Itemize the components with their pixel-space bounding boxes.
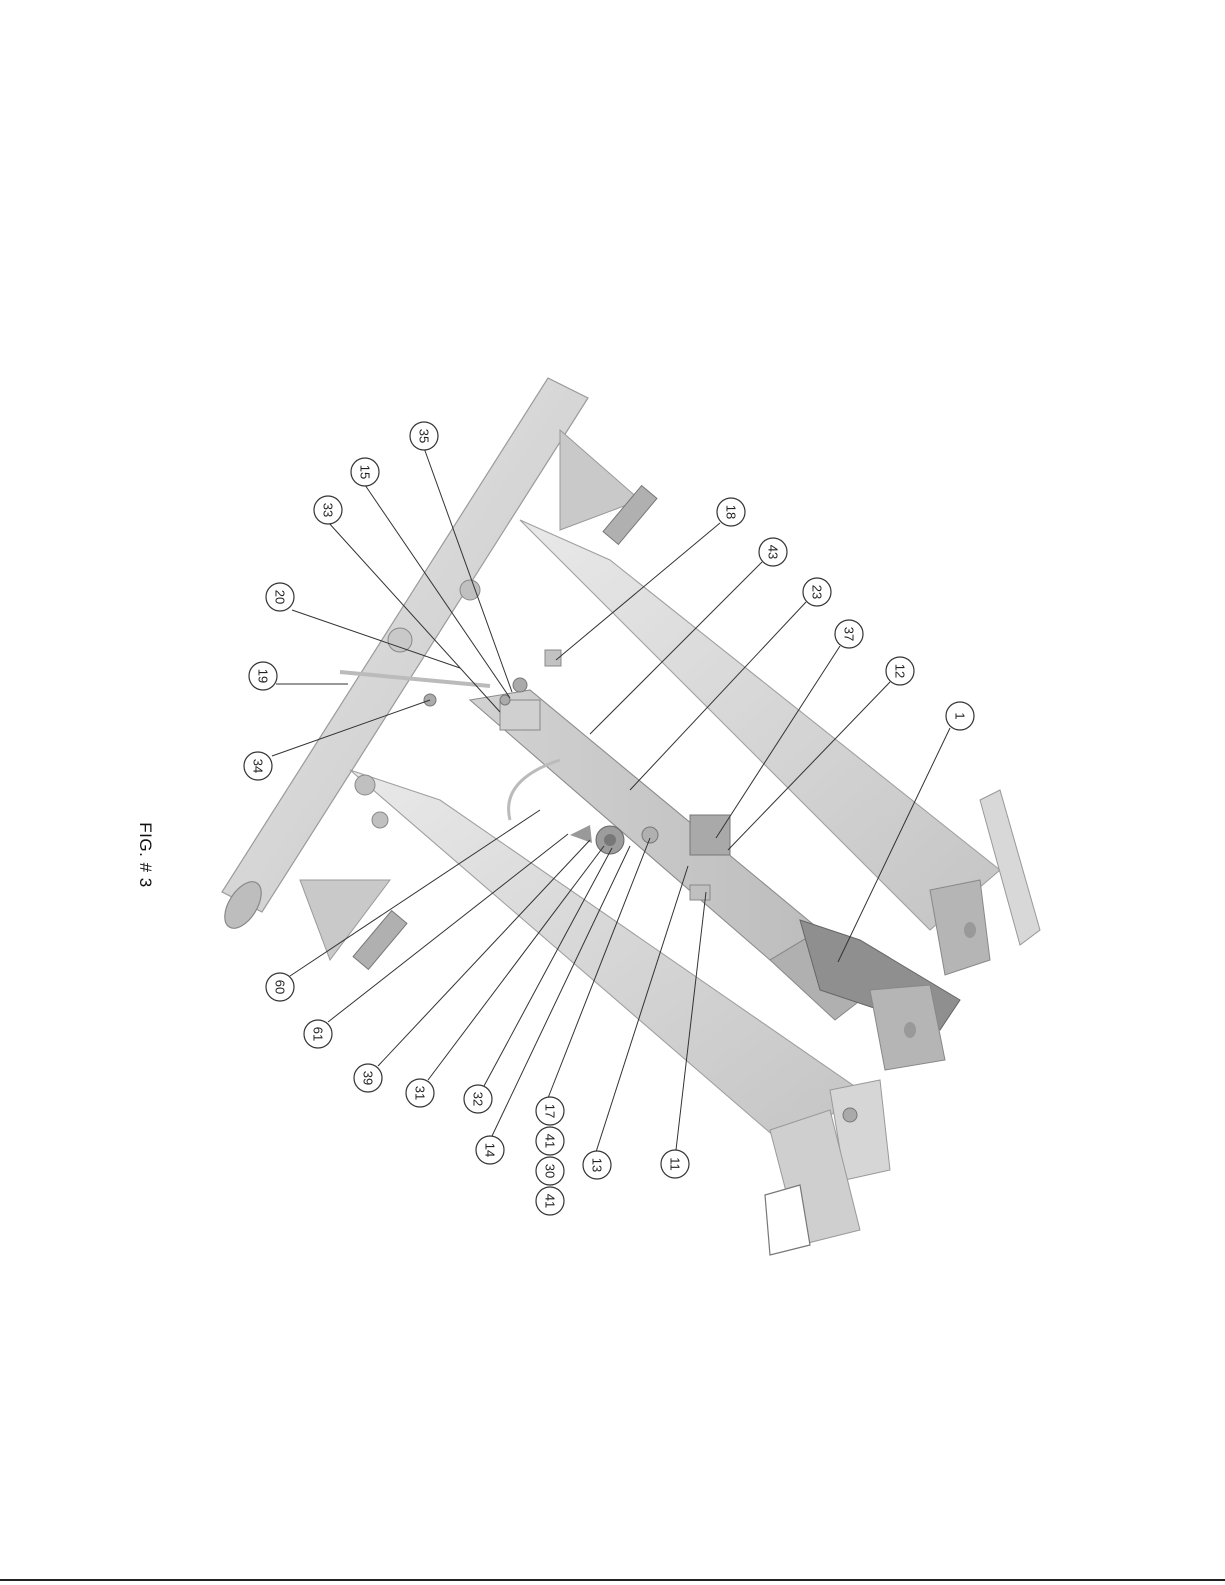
callout-label: 20 — [273, 590, 288, 604]
callout-label: 15 — [358, 465, 373, 479]
callout-label: 13 — [590, 1158, 605, 1172]
callout-label: 32 — [471, 1092, 486, 1106]
callout-label: 35 — [417, 429, 432, 443]
callout-label: 17 — [543, 1104, 558, 1118]
cross-tube — [217, 378, 588, 934]
callout-label: 41 — [543, 1194, 558, 1208]
callout-label: 1 — [953, 712, 968, 719]
callout-label: 43 — [766, 545, 781, 559]
callout-label: 33 — [321, 503, 336, 517]
callout-label: 19 — [256, 669, 271, 683]
figure-caption: FIG. # 3 — [135, 822, 155, 887]
callout-label: 31 — [413, 1086, 428, 1100]
callout-39: 39 — [354, 840, 590, 1092]
upper-frame-rail — [520, 520, 1000, 930]
callout-label: 41 — [543, 1134, 558, 1148]
callout-label: 60 — [273, 980, 288, 994]
bottom-border-line — [0, 1579, 1225, 1581]
callout-19: 19 — [249, 662, 348, 690]
callout-label: 37 — [842, 627, 857, 641]
callout-label: 18 — [724, 505, 739, 519]
callout-label: 39 — [361, 1071, 376, 1085]
callout-label: 34 — [251, 759, 266, 773]
callout-label: 11 — [668, 1157, 683, 1171]
callout-label: 14 — [483, 1143, 498, 1157]
callout-label: 23 — [810, 585, 825, 599]
callout-label: 30 — [543, 1164, 558, 1178]
callout-label: 12 — [893, 664, 908, 678]
callout-label: 61 — [311, 1027, 326, 1041]
